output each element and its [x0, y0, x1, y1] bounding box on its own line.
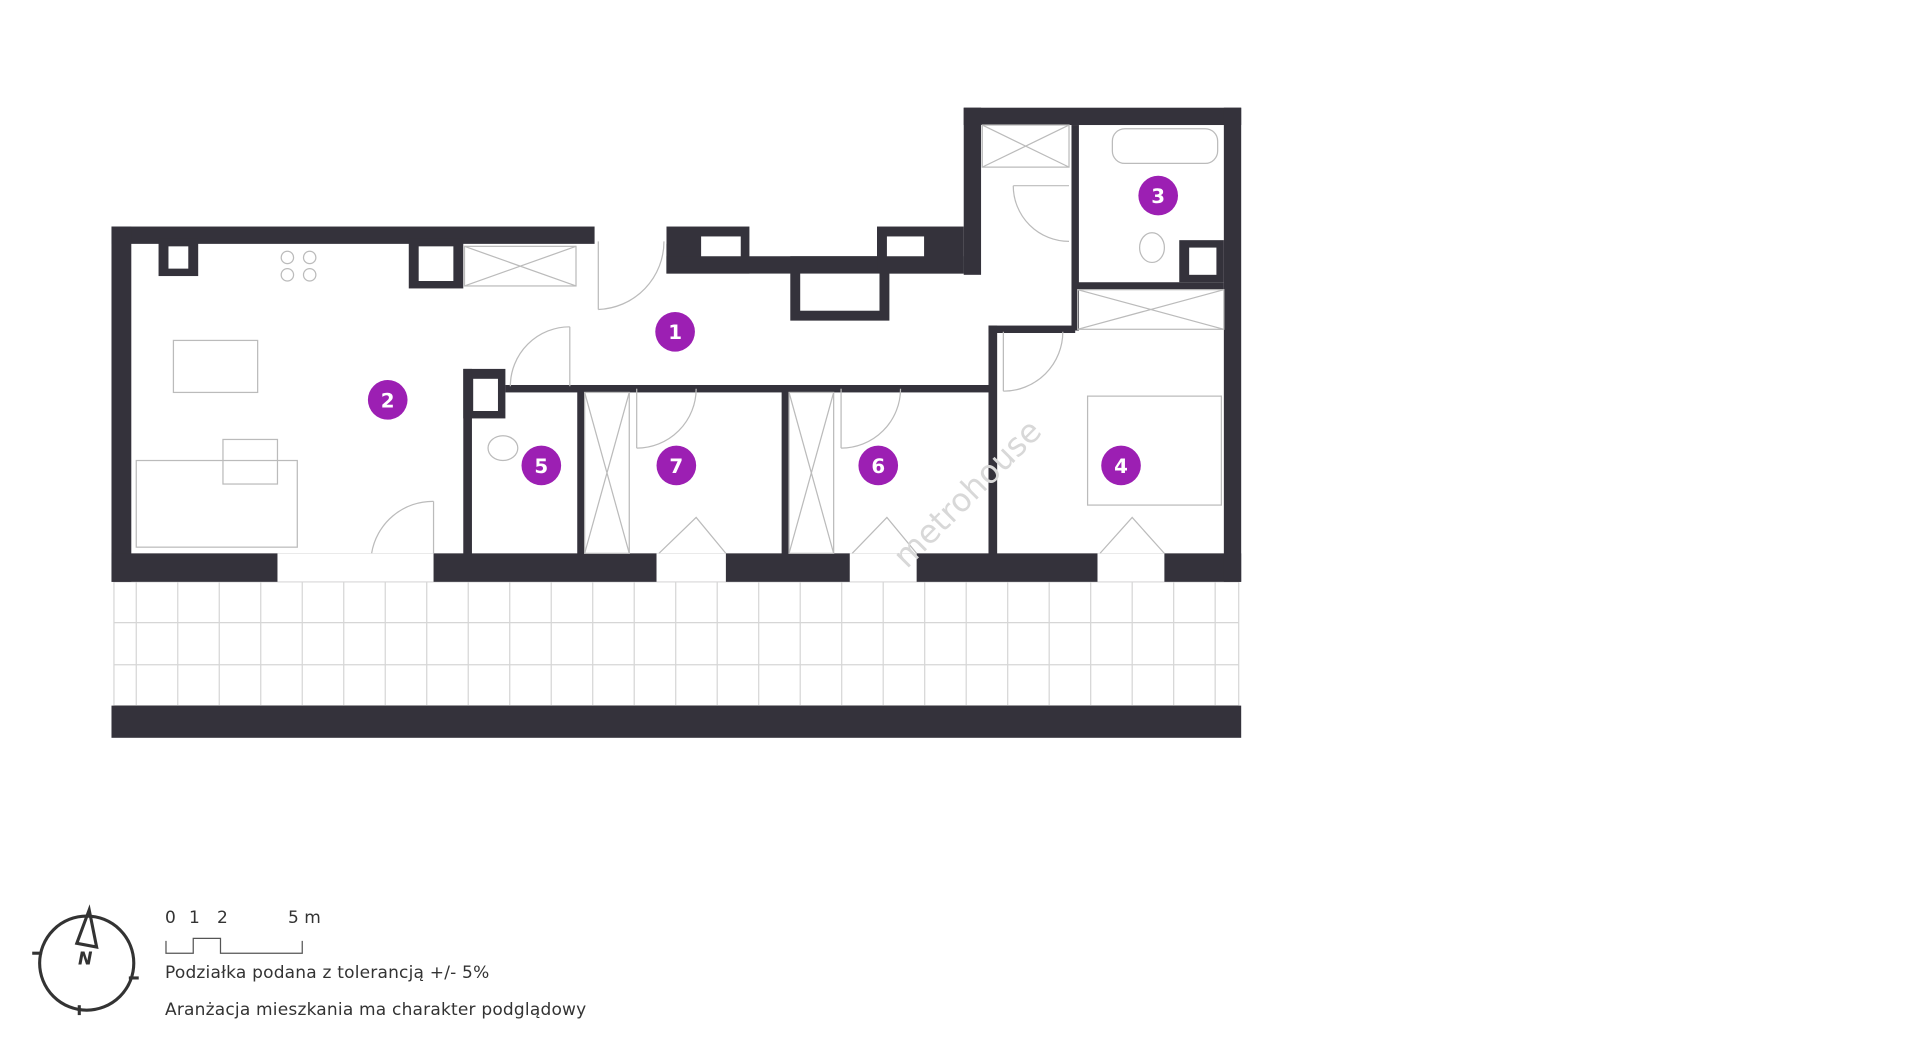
room-number: 1: [668, 321, 682, 344]
scale-tick-2: 2: [217, 908, 228, 928]
tolerance-note: Podziałka podana z tolerancją +/- 5%: [165, 963, 490, 983]
room-number: 3: [1151, 185, 1165, 208]
balcony-grid: [113, 581, 1240, 707]
watermark: metrohouse: [886, 412, 1049, 575]
room-badge-circle: [521, 445, 562, 486]
room-badge-5: 5: [521, 445, 562, 486]
room-number: 4: [1114, 455, 1128, 478]
room-badge-circle: [367, 380, 408, 420]
wall-voids: [168, 226, 1217, 582]
room-number: 5: [534, 455, 548, 478]
scale-tick-1: 1: [189, 908, 200, 928]
room-badge-circle: [656, 445, 697, 486]
room-badge-4: 4: [1101, 445, 1141, 486]
compass-icon: [32, 904, 139, 1016]
room-badge-3: 3: [1138, 175, 1179, 216]
room-badge-circle: [655, 311, 695, 352]
room-number: 6: [871, 455, 885, 478]
room-number: 2: [381, 389, 395, 412]
room-badge-7: 7: [656, 445, 697, 486]
room-badge-2: 2: [367, 380, 408, 420]
compass-label: N: [78, 949, 93, 969]
scale-tick-0: 0: [165, 908, 176, 928]
room-badge-circle: [858, 445, 899, 486]
arrangement-note: Aranżacja mieszkania ma charakter podglą…: [165, 1000, 587, 1020]
room-number: 7: [669, 455, 683, 478]
room-badge-circle: [1101, 445, 1141, 486]
room-badges: 1 2 3 4 5 6 7: [367, 175, 1179, 486]
room-badge-circle: [1138, 175, 1179, 216]
room-badge-6: 6: [858, 445, 899, 486]
scale-bar: [165, 937, 303, 954]
room-badge-1: 1: [655, 311, 695, 352]
doors-and-furniture: [135, 124, 1225, 554]
scale-tick-5: 5 m: [288, 908, 321, 928]
